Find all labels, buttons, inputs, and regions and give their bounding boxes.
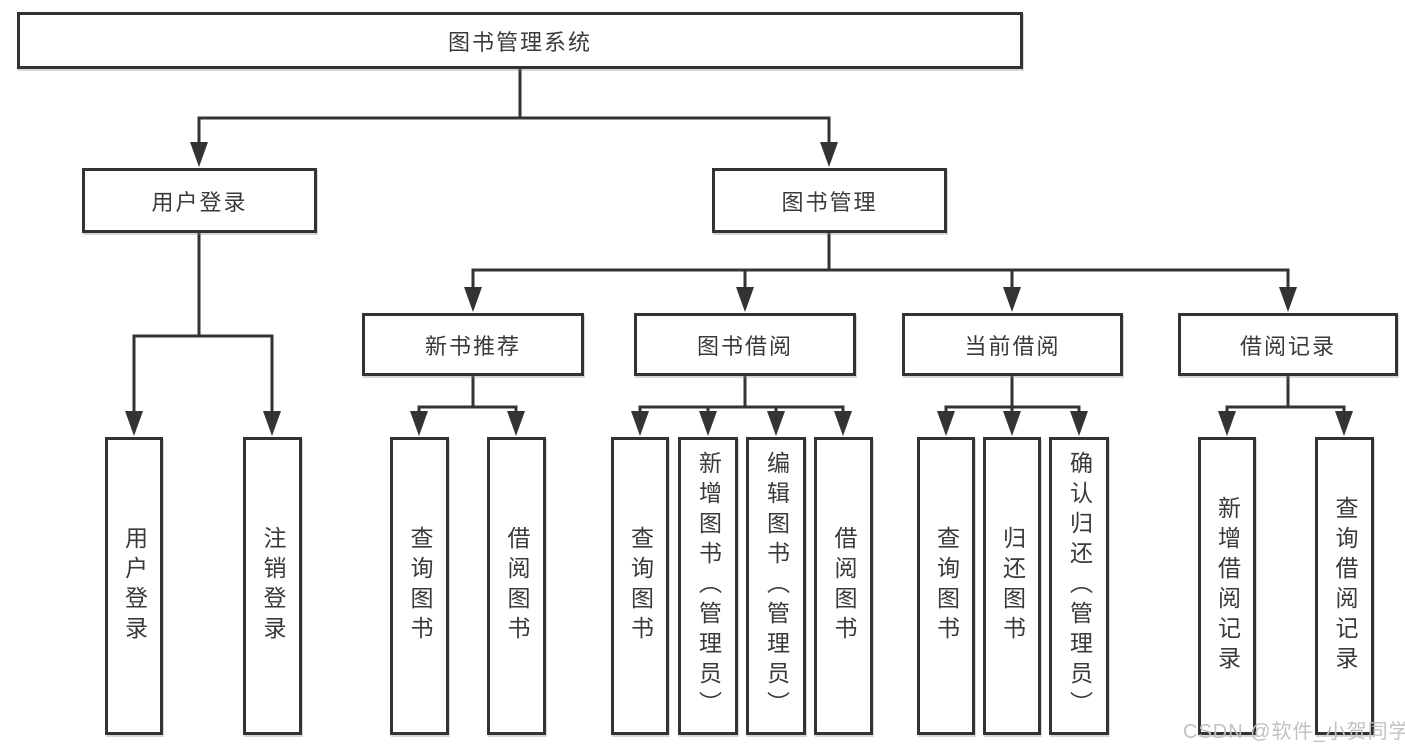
leaf-user-login: 用户登录 xyxy=(105,437,163,735)
leaf-current-return-book: 归还图书 xyxy=(983,437,1041,735)
node-book-management: 图书管理 xyxy=(712,168,947,233)
leaf-borrow-add-book-admin: 新增图书（管理员） xyxy=(678,437,738,735)
leaf-borrow-query-book: 查询图书 xyxy=(611,437,669,735)
node-borrow-records: 借阅记录 xyxy=(1178,313,1398,376)
node-root-system: 图书管理系统 xyxy=(17,12,1023,69)
leaf-borrow-borrow-book: 借阅图书 xyxy=(814,437,873,735)
leaf-records-query-record: 查询借阅记录 xyxy=(1315,437,1374,735)
node-current-borrow: 当前借阅 xyxy=(902,313,1123,376)
leaf-records-add-record: 新增借阅记录 xyxy=(1198,437,1256,735)
leaf-recommend-query-book: 查询图书 xyxy=(390,437,449,735)
csdn-watermark: CSDN @软件_小贺同学 xyxy=(1183,721,1405,743)
leaf-user-logout: 注销登录 xyxy=(243,437,302,735)
node-user-login: 用户登录 xyxy=(82,168,317,233)
node-book-borrow: 图书借阅 xyxy=(634,313,856,376)
arrowheads xyxy=(125,142,1353,436)
leaf-current-query-book: 查询图书 xyxy=(917,437,975,735)
node-new-book-recommend: 新书推荐 xyxy=(362,313,584,376)
leaf-current-confirm-return-admin: 确认归还（管理员） xyxy=(1049,437,1109,735)
leaf-recommend-borrow-book: 借阅图书 xyxy=(487,437,546,735)
leaf-borrow-edit-book-admin: 编辑图书（管理员） xyxy=(746,437,806,735)
